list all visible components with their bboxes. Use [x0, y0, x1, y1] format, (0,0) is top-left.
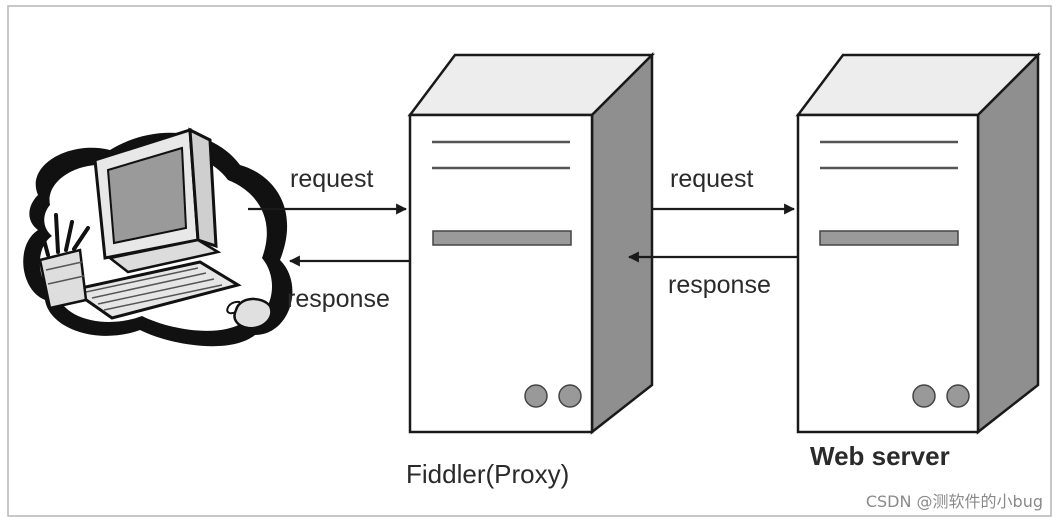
response-label-right: response: [668, 271, 771, 299]
web-server: [795, 51, 1042, 435]
request-label-left: request: [290, 165, 373, 193]
web-server-label: Web server: [810, 441, 950, 471]
proxy-server: [407, 51, 656, 435]
response-label-left: response: [287, 285, 390, 313]
request-label-right: request: [670, 165, 753, 193]
diagram-frame: [7, 5, 1052, 517]
watermark: CSDN @测软件的小bug: [866, 492, 1043, 511]
desktop-computer-icon: [23, 127, 293, 347]
proxy-label: Fiddler(Proxy): [406, 459, 569, 489]
